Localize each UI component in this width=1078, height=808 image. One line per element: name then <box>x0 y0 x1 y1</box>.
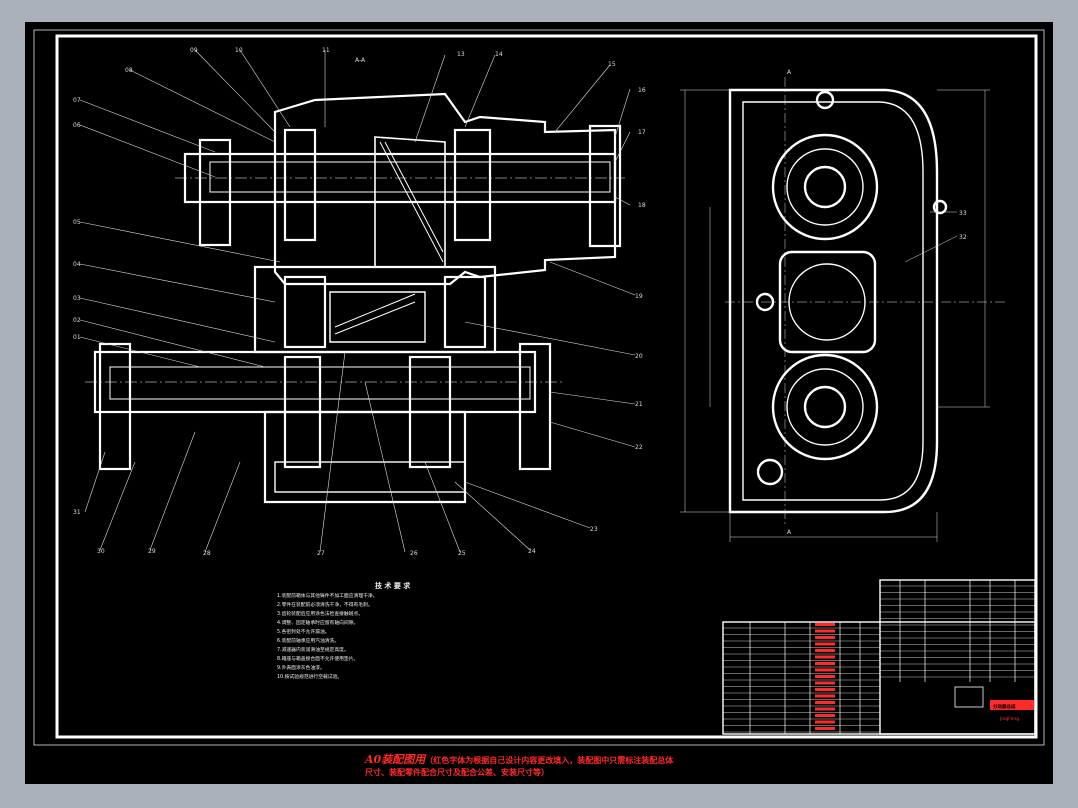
svg-text:2.零件在装配前必须清洗干净，不得有毛刺。: 2.零件在装配前必须清洗干净，不得有毛刺。 <box>277 601 373 608</box>
svg-text:10: 10 <box>235 47 243 54</box>
svg-text:26: 26 <box>410 550 418 557</box>
parts-list-rows <box>723 585 1035 733</box>
cad-viewport[interactable]: 09 10 11 A-A 13 14 15 16 17 18 19 20 21 … <box>25 22 1053 784</box>
red-cell <box>815 655 835 659</box>
svg-text:11: 11 <box>322 47 330 54</box>
red-cell <box>815 727 835 730</box>
red-cell <box>815 675 835 678</box>
section-view <box>85 92 625 504</box>
svg-text:01: 01 <box>73 334 81 341</box>
svg-text:08: 08 <box>125 67 133 74</box>
svg-text:16: 16 <box>638 87 646 94</box>
svg-text:22: 22 <box>635 444 643 451</box>
callout-labels: 09 10 11 A-A 13 14 15 16 17 18 19 20 21 … <box>73 47 646 557</box>
side-view-labels: A A 33 32 <box>787 69 967 536</box>
svg-text:28: 28 <box>203 550 211 557</box>
svg-text:31: 31 <box>73 509 81 516</box>
red-cell <box>815 629 835 633</box>
outer-border <box>33 29 1045 746</box>
parts-list-table <box>722 579 1036 735</box>
red-cell <box>815 623 835 626</box>
red-cell <box>815 668 835 672</box>
svg-text:03: 03 <box>73 295 81 302</box>
svg-text:25: 25 <box>458 550 466 557</box>
brand-tag: JingFeng <box>999 716 1019 722</box>
svg-text:15: 15 <box>608 61 616 68</box>
svg-text:19: 19 <box>635 293 643 300</box>
technical-requirements: 技 术 要 求 1.装配前箱体与其他铸件不加工面应清理干净。 2.零件在装配前必… <box>277 581 411 680</box>
svg-text:30: 30 <box>97 548 105 555</box>
red-cell <box>815 701 835 704</box>
caption-note-line1: （红色字体为根据自己设计内容更改填入，装配图中只需标注装配总体 <box>425 755 674 765</box>
svg-text:04: 04 <box>73 261 81 268</box>
red-cell <box>815 649 835 652</box>
svg-text:9.外表面涂灰色油漆。: 9.外表面涂灰色油漆。 <box>277 664 325 671</box>
svg-text:02: 02 <box>73 317 81 324</box>
side-view-dims <box>680 77 1005 542</box>
red-cell <box>815 688 835 691</box>
svg-text:07: 07 <box>73 97 81 104</box>
red-cell <box>815 720 835 724</box>
svg-text:8.箱座与箱盖接合面不允许使用垫片。: 8.箱座与箱盖接合面不允许使用垫片。 <box>277 655 358 662</box>
callout-33: 33 <box>959 210 967 217</box>
red-cell <box>815 662 835 665</box>
svg-text:14: 14 <box>495 51 503 58</box>
svg-text:1.装配前箱体与其他铸件不加工面应清理干净。: 1.装配前箱体与其他铸件不加工面应清理干净。 <box>277 592 378 599</box>
svg-text:6.装配前轴承应用汽油清洗。: 6.装配前轴承应用汽油清洗。 <box>277 637 339 644</box>
caption-note-line2: 尺寸、装配零件配合尺寸及配合公差、安装尺寸等） <box>365 767 549 777</box>
svg-text:5.各密封处不允许漏油。: 5.各密封处不允许漏油。 <box>277 628 330 635</box>
svg-text:4.调整、固定轴承时应留有轴向间隙。: 4.调整、固定轴承时应留有轴向间隙。 <box>277 619 358 626</box>
svg-text:23: 23 <box>590 526 598 533</box>
red-cell <box>815 642 835 646</box>
svg-text:05: 05 <box>73 219 81 226</box>
svg-text:24: 24 <box>528 548 536 555</box>
svg-text:3.齿轮装配后应用涂色法检查接触斑点。: 3.齿轮装配后应用涂色法检查接触斑点。 <box>277 610 363 617</box>
caption-main: A0装配图用 <box>365 753 426 766</box>
svg-text:21: 21 <box>635 401 643 408</box>
callout-32: 32 <box>959 234 967 241</box>
side-view <box>728 88 948 514</box>
svg-text:10.按试验规范进行空载试验。: 10.按试验规范进行空载试验。 <box>277 673 342 680</box>
caption-note: A0装配图用（红色字体为根据自己设计内容更改填入，装配图中只需标注装配总体 尺寸… <box>365 754 1025 778</box>
drawing-name: 分动器总成 <box>993 703 1016 710</box>
assembly-drawing: 09 10 11 A-A 13 14 15 16 17 18 19 20 21 … <box>33 29 1045 746</box>
section-label: A-A <box>355 57 366 64</box>
svg-text:27: 27 <box>317 550 325 557</box>
svg-text:20: 20 <box>635 353 643 360</box>
svg-text:17: 17 <box>638 129 646 136</box>
svg-text:7.减速器内装润滑油至规定高度。: 7.减速器内装润滑油至规定高度。 <box>277 646 349 653</box>
title-block: 分动器总成 JingFeng <box>954 686 1034 722</box>
svg-text:09: 09 <box>190 47 198 54</box>
tech-requirements-title: 技 术 要 求 <box>375 581 411 590</box>
red-cell <box>815 707 835 711</box>
section-mark-top: A <box>787 69 792 76</box>
svg-text:13: 13 <box>457 51 465 58</box>
section-mark-bottom: A <box>787 529 792 536</box>
inner-border <box>55 34 1038 739</box>
red-cell <box>815 694 835 698</box>
red-cell <box>815 714 835 717</box>
leader-lines <box>79 49 636 553</box>
svg-text:06: 06 <box>73 122 81 129</box>
svg-text:29: 29 <box>148 548 156 555</box>
svg-text:18: 18 <box>638 202 646 209</box>
red-cell <box>815 681 835 685</box>
red-cell <box>815 636 835 639</box>
